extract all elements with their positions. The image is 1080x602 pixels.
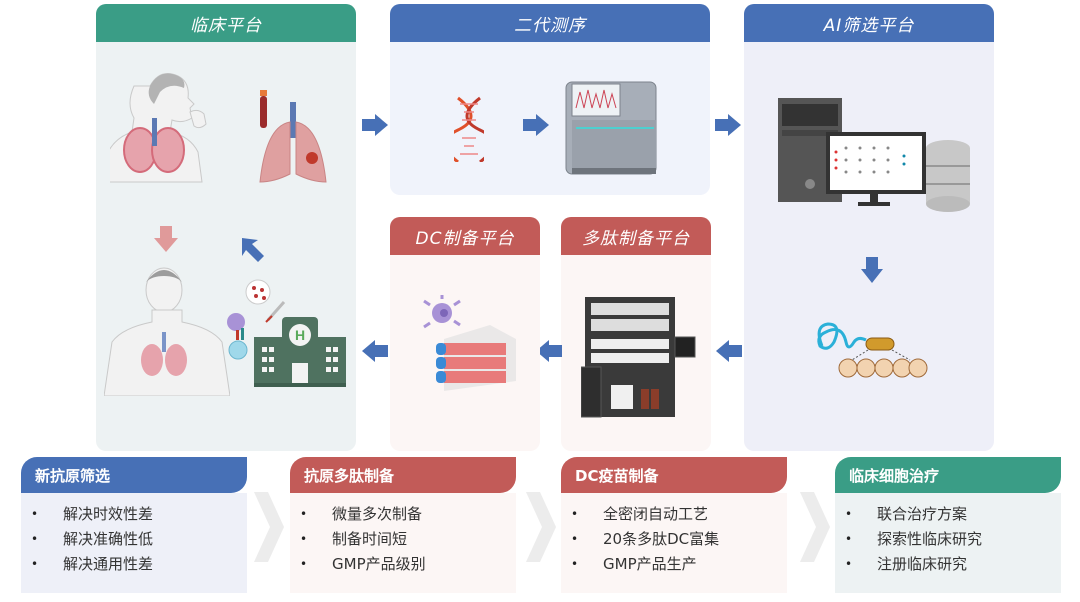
bullet-icon: • <box>845 557 853 571</box>
blue-diagonal-arrow-icon <box>242 238 264 262</box>
peptide-synthesizer-illustration <box>581 297 696 418</box>
bullet-icon: • <box>31 532 39 546</box>
ngs-panel: 二代测序 <box>390 4 710 195</box>
peptide-prep-panel: 多肽制备平台 <box>561 217 711 451</box>
bullet-icon: • <box>31 507 39 521</box>
list-item: •GMP产品级别 <box>300 552 516 577</box>
card-antigen-peptide-prep: 抗原多肽制备 •微量多次制备 •制备时间短 •GMP产品级别 <box>290 457 516 595</box>
pink-down-arrow-icon <box>154 226 178 252</box>
bullet-icon: • <box>845 532 853 546</box>
patient-lungs-illustration <box>104 267 230 396</box>
ai-screening-title: AI筛选平台 <box>744 4 994 42</box>
list-item: •联合治疗方案 <box>845 502 1061 527</box>
card-clinical-cell-therapy: 临床细胞治疗 •联合治疗方案 •探索性临床研究 •注册临床研究 <box>835 457 1061 595</box>
chevron-right-icon <box>800 492 830 562</box>
svg-text:H: H <box>295 327 305 343</box>
arrow-right-icon <box>715 114 741 136</box>
dc-prep-panel: DC制备平台 <box>390 217 540 451</box>
bullet-icon: • <box>300 507 308 521</box>
list-item: •注册临床研究 <box>845 552 1061 577</box>
arrow-right-icon <box>362 114 388 136</box>
arrow-down-icon <box>861 257 883 283</box>
arrow-left-icon <box>716 340 742 362</box>
bullet-icon: • <box>845 507 853 521</box>
sequencer-machine-illustration <box>565 81 657 175</box>
ai-screening-panel: AI筛选平台 <box>744 4 994 451</box>
bullet-icon: • <box>300 557 308 571</box>
immune-cells-syringe-illustration <box>227 279 286 360</box>
card-title: 新抗原筛选 <box>21 457 247 493</box>
dc-prep-title: DC制备平台 <box>390 217 540 255</box>
bullet-icon: • <box>300 532 308 546</box>
ngs-title: 二代测序 <box>390 4 710 42</box>
list-item: •20条多肽DC富集 <box>571 527 787 552</box>
list-item: •全密闭自动工艺 <box>571 502 787 527</box>
card-title: 抗原多肽制备 <box>290 457 516 493</box>
list-item: •探索性临床研究 <box>845 527 1061 552</box>
dna-helix-icon <box>454 96 484 162</box>
card-dc-vaccine-prep: DC疫苗制备 •全密闭自动工艺 •20条多肽DC富集 •GMP产品生产 <box>561 457 787 595</box>
lungs-tumor-illustration <box>259 90 327 183</box>
dc-cell-culture-flask-illustration <box>423 295 516 391</box>
arrow-left-icon <box>362 340 388 362</box>
peptide-structure-illustration <box>817 322 928 378</box>
clinical-platform-title: 临床平台 <box>96 4 356 42</box>
list-item: •微量多次制备 <box>300 502 516 527</box>
bullet-icon: • <box>571 507 579 521</box>
chevron-right-icon <box>254 492 284 562</box>
hospital-icon: H <box>254 317 346 387</box>
arrow-right-icon <box>523 114 549 136</box>
list-item: •解决时效性差 <box>31 502 247 527</box>
list-item: •GMP产品生产 <box>571 552 787 577</box>
list-item: •解决准确性低 <box>31 527 247 552</box>
bullet-icon: • <box>31 557 39 571</box>
coughing-patient-illustration <box>110 73 207 183</box>
chevron-right-icon <box>526 492 556 562</box>
bullet-icon: • <box>571 557 579 571</box>
computer-database-illustration <box>778 98 970 212</box>
list-item: •解决通用性差 <box>31 552 247 577</box>
list-item: •制备时间短 <box>300 527 516 552</box>
card-title: 临床细胞治疗 <box>835 457 1061 493</box>
arrow-left-icon <box>536 340 562 362</box>
bullet-icon: • <box>571 532 579 546</box>
card-title: DC疫苗制备 <box>561 457 787 493</box>
card-neoantigen-screening: 新抗原筛选 •解决时效性差 •解决准确性低 •解决通用性差 <box>21 457 247 595</box>
clinical-platform-panel: 临床平台 <box>96 4 356 451</box>
peptide-prep-title: 多肽制备平台 <box>561 217 711 255</box>
